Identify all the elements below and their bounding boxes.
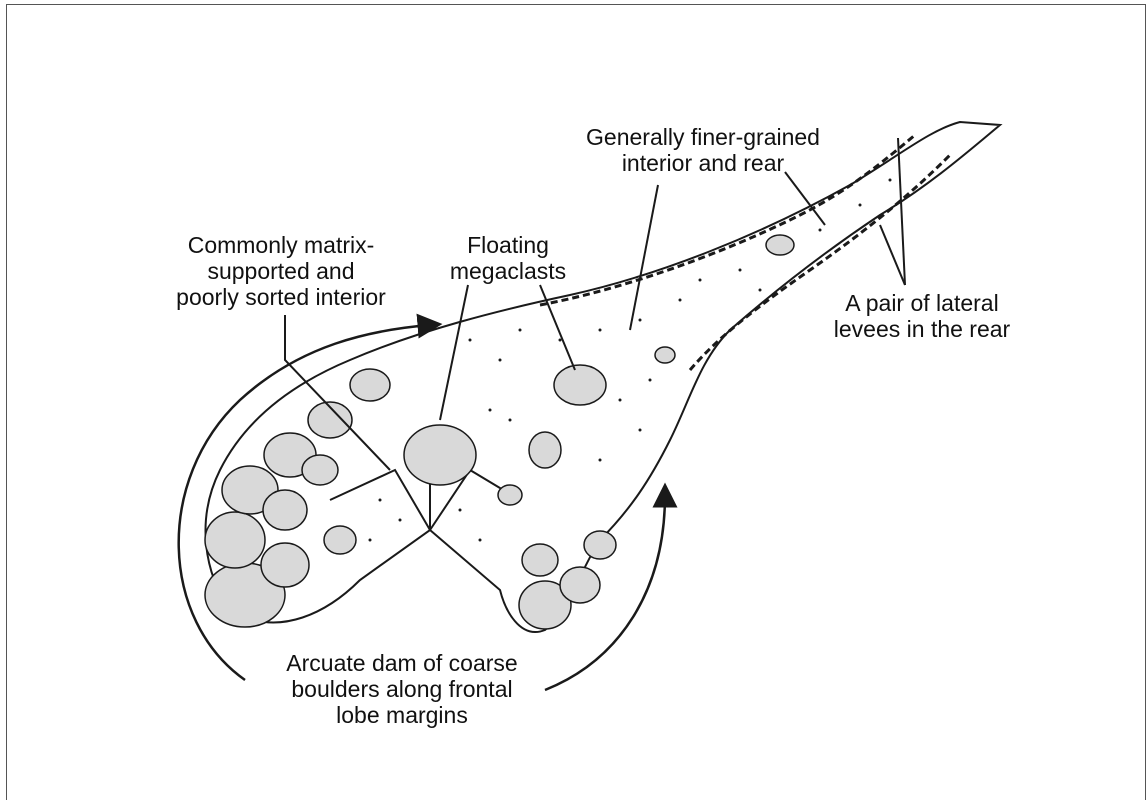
label-finer-grained: Generally finer-grained interior and rea… [553,124,853,176]
label-matrix-interior: Commonly matrix- supported and poorly so… [146,232,416,310]
label-lateral-levees: A pair of lateral levees in the rear [812,290,1032,342]
label-arcuate-dam: Arcuate dam of coarse boulders along fro… [252,650,552,728]
label-floating-megaclasts: Floating megaclasts [438,232,578,284]
